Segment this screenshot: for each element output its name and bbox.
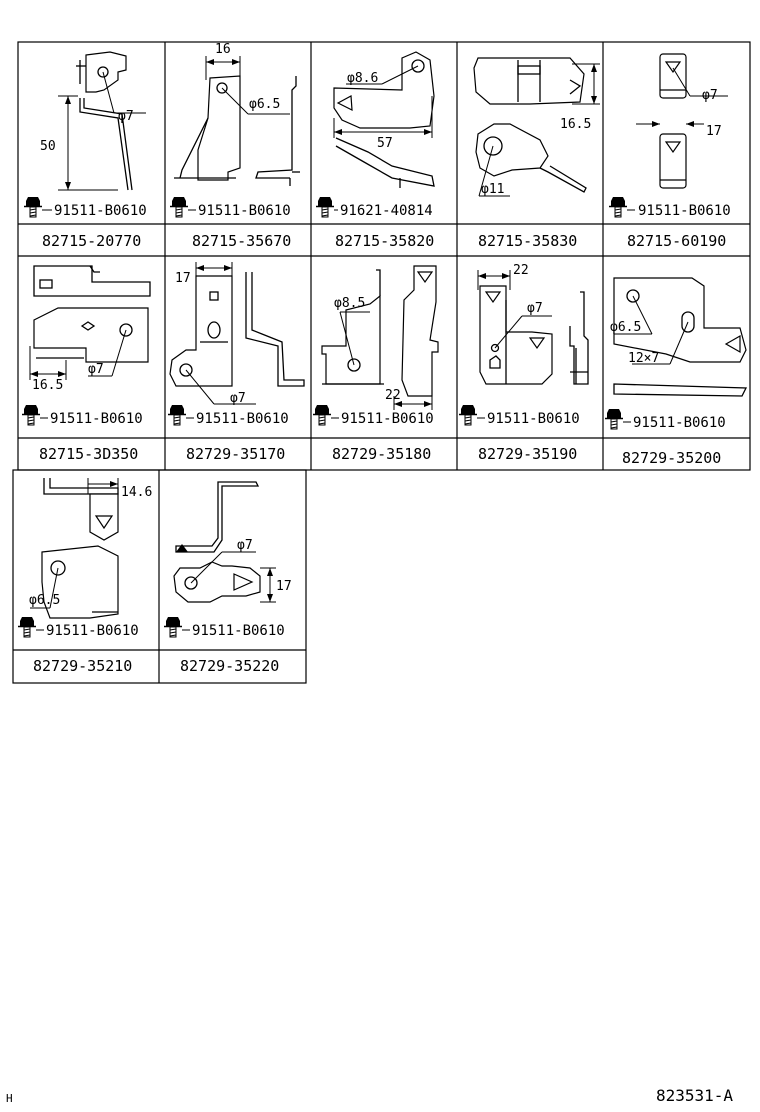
bolt-part-number: 91511-B0610 <box>196 411 289 427</box>
bracket-drawing <box>29 265 151 380</box>
bolt-icon <box>167 404 187 426</box>
dimension-label: 17 <box>175 271 191 286</box>
bracket-drawing <box>321 265 439 410</box>
part-number: 82729-35210 <box>33 657 132 675</box>
cell-82715-3D350: 16.5 φ7 91511-B0610 82715-3D350 <box>21 265 151 463</box>
bracket-drawing <box>174 56 300 186</box>
part-number: 82715-20770 <box>42 232 141 250</box>
part-number: 82729-35200 <box>622 449 721 467</box>
bolt-icon <box>458 404 478 426</box>
bolt-icon <box>315 196 335 218</box>
part-number: 82729-35220 <box>180 657 279 675</box>
dimension-label: φ7 <box>237 538 253 553</box>
bolt-part-number: 91511-B0610 <box>487 411 580 427</box>
dimension-label: φ7 <box>118 109 134 124</box>
bolt-icon <box>312 404 332 426</box>
dimension-label: 12×7 <box>628 351 659 366</box>
illustration-code: 823531-A <box>656 1086 733 1105</box>
bolt-part-number: 91511-B0610 <box>46 623 139 639</box>
part-number: 82715-3D350 <box>39 445 138 463</box>
bracket-drawing <box>169 262 305 405</box>
cell-82729-35220: φ7 17 91511-B0610 82729-35220 <box>163 481 292 675</box>
dimension-label: φ6.5 <box>249 97 280 112</box>
bolt-icon <box>17 616 37 638</box>
part-number: 82729-35170 <box>186 445 285 463</box>
bracket-drawing <box>477 270 589 385</box>
cell-82715-60190: φ7 17 91511-B0610 82715-60190 <box>608 53 731 250</box>
bolt-part-number: 91511-B0610 <box>198 203 291 219</box>
bracket-drawing <box>173 481 276 603</box>
dimension-label: φ8.6 <box>347 71 378 86</box>
dimension-label: 16.5 <box>560 117 591 132</box>
cell-82715-35670: 16 φ6.5 91511-B0610 82715-35670 <box>169 42 300 250</box>
bracket-drawing <box>58 51 146 191</box>
bolt-part-number: 91621-40814 <box>340 203 433 219</box>
cell-82729-35200: φ6.5 12×7 91511-B0610 82729-35200 <box>604 277 748 467</box>
cell-82715-20770: 50 φ7 91511-B0610 82715-20770 <box>23 51 147 250</box>
parts-grid <box>12 41 751 684</box>
dimension-label: φ7 <box>88 362 104 377</box>
bolt-icon <box>23 196 43 218</box>
bracket-drawing <box>473 57 600 197</box>
dimension-label: φ6.5 <box>610 320 641 335</box>
cell-82729-35190: 22 φ7 91511-B0610 82729-35190 <box>458 263 589 463</box>
dimension-label: 57 <box>377 136 393 151</box>
part-number: 82715-60190 <box>627 232 726 250</box>
bolt-part-number: 91511-B0610 <box>192 623 285 639</box>
cell-82729-35170: 17 φ7 91511-B0610 82729-35170 <box>167 262 305 463</box>
bracket-drawing <box>30 478 119 619</box>
bolt-icon <box>604 408 624 430</box>
bracket-drawing <box>613 277 748 397</box>
cell-82729-35210: 14.6 φ6.5 91511-B0610 82729-35210 <box>17 478 152 675</box>
bracket-drawing <box>636 53 728 189</box>
dimension-label: φ7 <box>702 88 718 103</box>
part-number: 82715-35670 <box>192 232 291 250</box>
dimension-label: φ7 <box>230 391 246 406</box>
corner-mark: H <box>6 1092 13 1105</box>
bracket-drawing <box>333 51 435 188</box>
part-number: 82715-35820 <box>335 232 434 250</box>
dimension-label: φ6.5 <box>29 593 60 608</box>
dimension-label: 22 <box>385 388 401 403</box>
dimension-label: φ7 <box>527 301 543 316</box>
dimension-label: 17 <box>276 579 292 594</box>
bolt-icon <box>608 196 628 218</box>
dimension-label: 16 <box>215 42 231 57</box>
bolt-icon <box>21 404 41 426</box>
dimension-label: 17 <box>706 124 722 139</box>
bolt-part-number: 91511-B0610 <box>50 411 143 427</box>
dimension-label: 14.6 <box>121 485 152 500</box>
part-number: 82729-35180 <box>332 445 431 463</box>
dimension-label: φ8.5 <box>334 296 365 311</box>
dimension-label: 50 <box>40 139 56 154</box>
bolt-part-number: 91511-B0610 <box>54 203 147 219</box>
cell-82715-35820: φ8.6 57 91621-40814 82715-35820 <box>315 51 435 250</box>
cell-82715-35830: 16.5 φ11 82715-35830 <box>473 57 600 250</box>
bolt-part-number: 91511-B0610 <box>341 411 434 427</box>
bolt-part-number: 91511-B0610 <box>638 203 731 219</box>
bolt-part-number: 91511-B0610 <box>633 415 726 431</box>
cell-82729-35180: φ8.5 22 91511-B0610 82729-35180 <box>312 265 439 463</box>
part-number: 82715-35830 <box>478 232 577 250</box>
dimension-label: 22 <box>513 263 529 278</box>
dimension-label: φ11 <box>481 182 504 197</box>
bolt-icon <box>163 616 183 638</box>
part-number: 82729-35190 <box>478 445 577 463</box>
dimension-label: 16.5 <box>32 378 63 393</box>
bolt-icon <box>169 196 189 218</box>
